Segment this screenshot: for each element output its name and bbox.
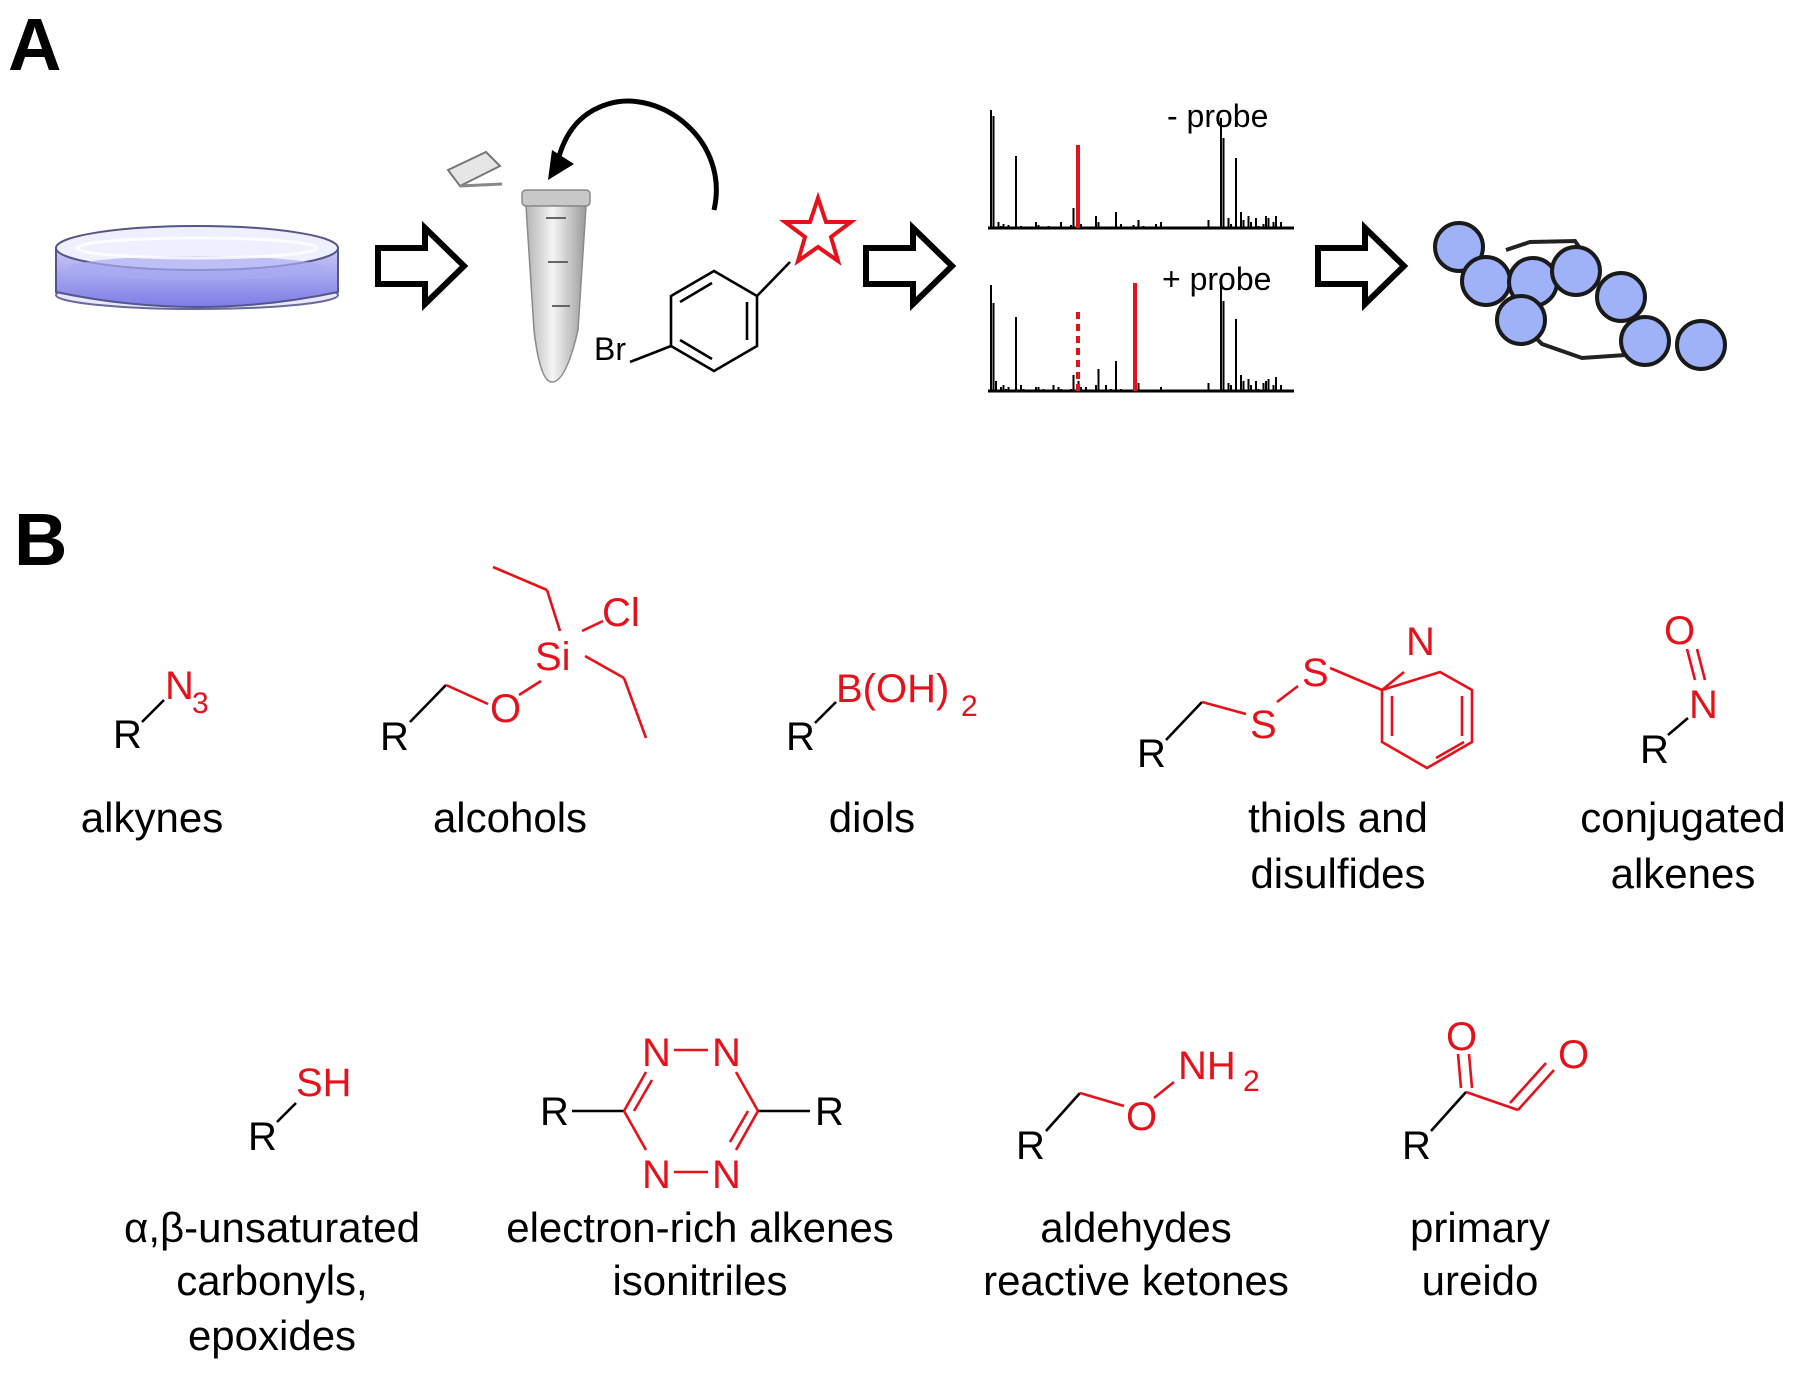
svg-text:O: O xyxy=(1446,1015,1477,1059)
silyl-chloride-structure: R O Si Cl xyxy=(380,565,648,759)
svg-text:SH: SH xyxy=(296,1061,352,1105)
svg-text:N: N xyxy=(1406,620,1435,664)
svg-text:R: R xyxy=(1402,1124,1431,1168)
svg-text:R: R xyxy=(113,713,142,757)
spectrum-plus-peaks xyxy=(990,283,1282,391)
svg-text:R: R xyxy=(1640,728,1669,772)
spectrum-minus-label: - probe xyxy=(1167,98,1268,134)
svg-text:2: 2 xyxy=(961,690,978,723)
svg-text:R: R xyxy=(1137,732,1166,776)
tetrazine-structure: R R N N N N xyxy=(540,1031,844,1197)
svg-text:R: R xyxy=(380,715,409,759)
curved-arrow-head-icon xyxy=(548,150,574,180)
caption-ureido-line2: ureido xyxy=(1422,1257,1539,1304)
pyridyl-disulfide-structure: R S S N xyxy=(1137,620,1474,776)
spectrum-minus-probe: - probe xyxy=(988,98,1294,230)
svg-text:N: N xyxy=(165,664,194,708)
svg-text:O: O xyxy=(1126,1095,1157,1139)
svg-text:Si: Si xyxy=(535,635,571,679)
boronic-acid-structure: R B(OH) 2 xyxy=(786,667,978,759)
caption-unsaturated-line3: epoxides xyxy=(188,1312,356,1359)
svg-text:N: N xyxy=(642,1153,671,1197)
panel-label-b: B xyxy=(14,498,67,581)
azide-structure: R N 3 xyxy=(113,664,209,757)
caption-electron-rich-line1: electron-rich alkenes xyxy=(506,1204,894,1251)
caption-unsaturated-line1: α,β-unsaturated xyxy=(124,1204,420,1251)
glyoxal-structure: R O O xyxy=(1402,1015,1589,1168)
caption-thiols-line1: thiols and xyxy=(1248,794,1428,841)
svg-text:R: R xyxy=(540,1090,569,1134)
svg-text:O: O xyxy=(490,687,521,731)
addition-curved-arrow-icon xyxy=(555,98,719,211)
svg-text:N: N xyxy=(1689,683,1718,727)
panel-label-a: A xyxy=(8,3,61,86)
spectrum-plus-label: + probe xyxy=(1162,261,1271,297)
svg-text:3: 3 xyxy=(192,687,209,720)
svg-text:O: O xyxy=(1664,609,1695,653)
caption-aldehydes-line2: reactive ketones xyxy=(983,1257,1289,1304)
caption-electron-rich-line2: isonitriles xyxy=(612,1257,787,1304)
svg-text:O: O xyxy=(1558,1033,1589,1077)
spectrum-plus-probe: + probe xyxy=(988,261,1294,393)
bromophenyl-probe-structure xyxy=(629,261,791,373)
petri-dish-icon xyxy=(55,225,339,310)
thiol-structure: R SH xyxy=(248,1061,352,1159)
caption-conjugated-line1: conjugated xyxy=(1580,794,1786,841)
caption-conjugated-line2: alkenes xyxy=(1611,850,1756,897)
svg-text:R: R xyxy=(815,1090,844,1134)
svg-text:S: S xyxy=(1302,651,1329,695)
caption-alcohols: alcohols xyxy=(433,794,587,841)
svg-text:R: R xyxy=(248,1115,277,1159)
caption-alkynes: alkynes xyxy=(81,794,223,841)
nitroso-structure: R N O xyxy=(1640,609,1718,772)
process-arrow-1-icon xyxy=(375,220,469,312)
caption-diols: diols xyxy=(829,794,915,841)
svg-text:N: N xyxy=(642,1031,671,1075)
process-arrow-2-icon xyxy=(863,220,957,312)
svg-text:N: N xyxy=(712,1031,741,1075)
bromo-label: Br xyxy=(594,331,626,367)
process-arrow-3-icon xyxy=(1315,220,1409,312)
spectrum-minus-peaks xyxy=(990,110,1282,228)
probe-star-icon xyxy=(779,191,857,266)
svg-text:NH: NH xyxy=(1178,1044,1236,1088)
aminooxy-structure: R O NH 2 xyxy=(1016,1044,1260,1168)
svg-text:2: 2 xyxy=(1243,1065,1260,1098)
caption-thiols-line2: disulfides xyxy=(1250,850,1425,897)
caption-ureido-line1: primary xyxy=(1410,1204,1550,1251)
svg-text:Cl: Cl xyxy=(602,591,640,635)
caption-aldehydes-line1: aldehydes xyxy=(1040,1204,1231,1251)
svg-text:S: S xyxy=(1250,703,1277,747)
peptide-beads-icon xyxy=(1433,221,1727,371)
microtube-icon xyxy=(446,150,591,383)
svg-text:R: R xyxy=(1016,1124,1045,1168)
svg-text:N: N xyxy=(712,1153,741,1197)
svg-text:R: R xyxy=(786,715,815,759)
svg-text:B(OH): B(OH) xyxy=(836,667,949,711)
caption-unsaturated-line2: carbonyls, xyxy=(176,1257,367,1304)
